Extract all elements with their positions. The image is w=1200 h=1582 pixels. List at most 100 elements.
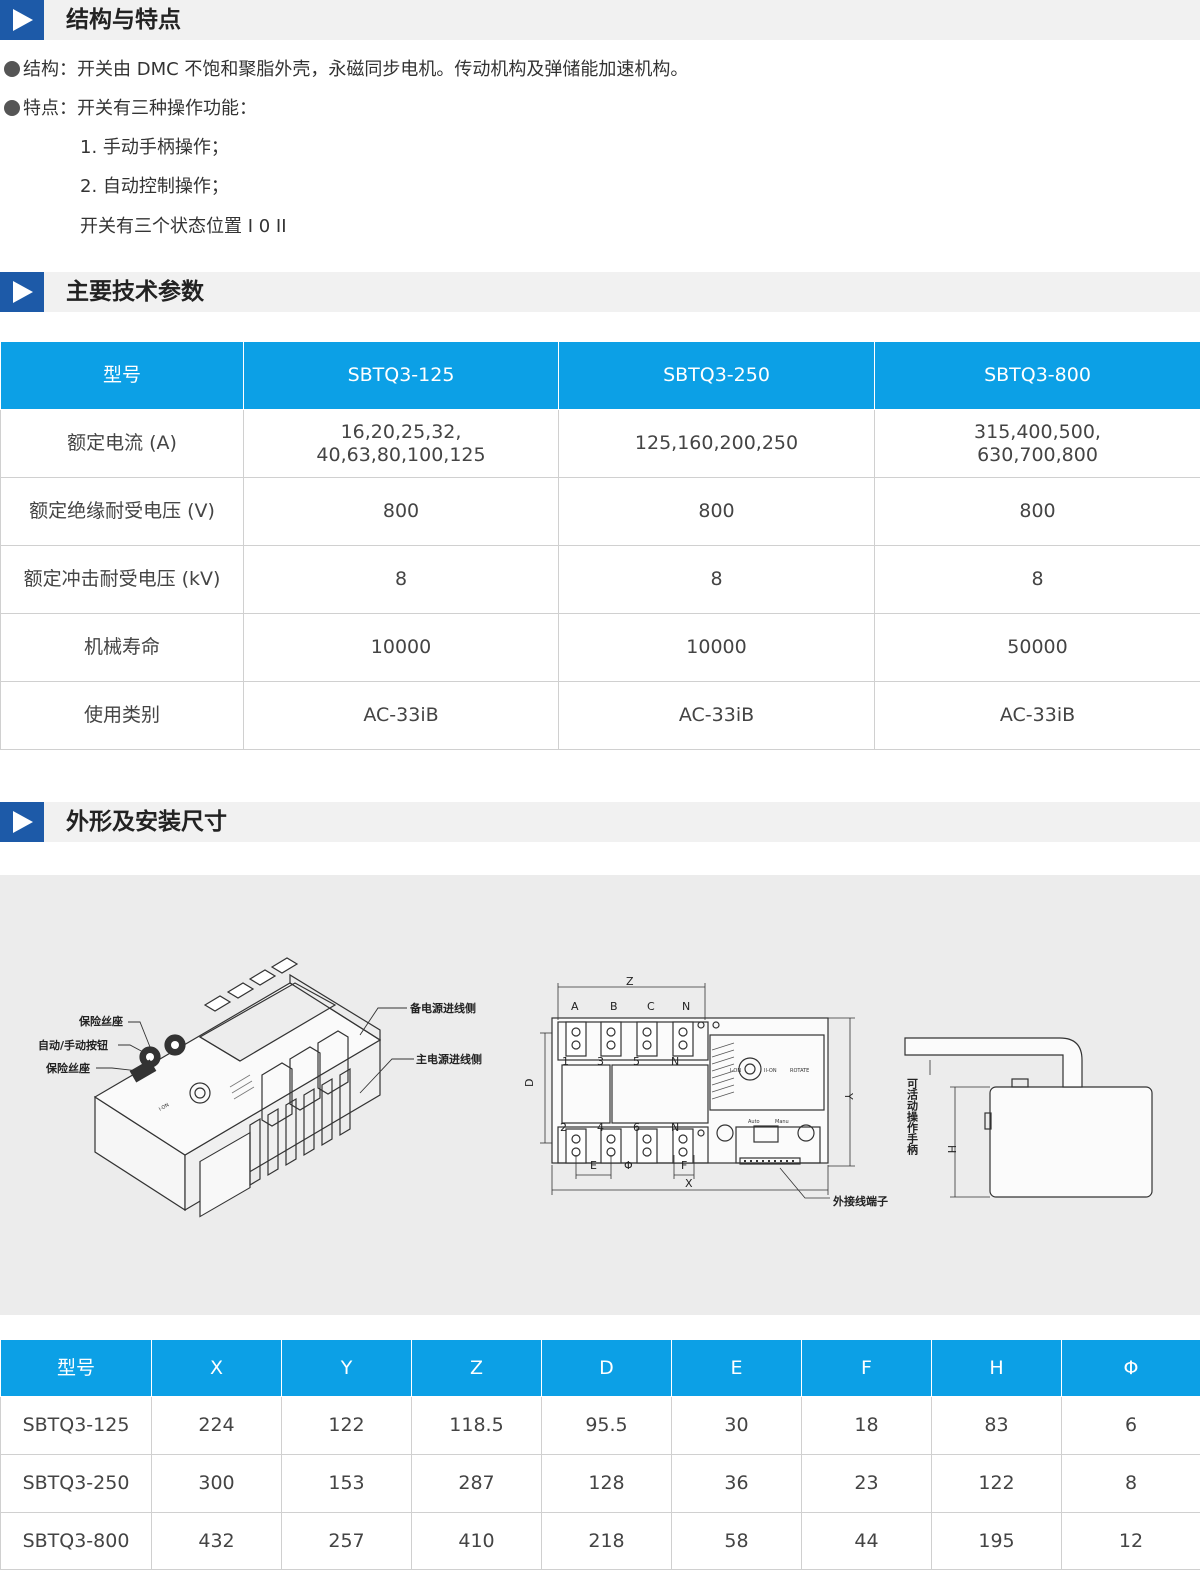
table-cell: 122 — [281, 1396, 412, 1455]
header-cell: D — [541, 1339, 672, 1397]
section-title: 主要技术参数 — [66, 279, 204, 305]
table-cell: 23 — [801, 1454, 932, 1513]
label-auto-manual: 自动/手动按钮 — [38, 1038, 108, 1052]
dim-header-row: 型号 X Y Z D E F H Φ — [0, 1339, 1200, 1397]
dim-e: E — [590, 1159, 597, 1172]
table-cell: SBTQ3-125 — [0, 1396, 152, 1455]
label-rotate: ROTATE — [790, 1068, 809, 1074]
table-row: 额定电流 (A) 16,20,25,32,40,63,80,100,125 12… — [0, 409, 1200, 478]
label-manu: Manu — [775, 1119, 789, 1125]
table-cell: 10000 — [558, 613, 875, 682]
table-cell: 800 — [243, 477, 559, 546]
table-cell: SBTQ3-800 — [0, 1512, 152, 1570]
dim-h: H — [945, 1145, 958, 1153]
dim-d: D — [523, 1079, 536, 1087]
table-cell: 195 — [931, 1512, 1062, 1570]
label-ion-panel: I·ON — [158, 1102, 171, 1113]
terminal-3: 3 — [597, 1055, 604, 1068]
label-fuse-top: 保险丝座 — [78, 1014, 123, 1028]
bullet-icon — [4, 61, 20, 77]
table-cell: 122 — [931, 1454, 1062, 1513]
table-cell: AC-33iB — [243, 681, 559, 750]
section-title: 结构与特点 — [66, 7, 181, 33]
pole-a: A — [571, 1000, 579, 1013]
table-cell: 800 — [558, 477, 875, 546]
dimension-table: 型号 X Y Z D E F H Φ SBTQ3-125 224 122 118… — [0, 1339, 1200, 1570]
feature-item-2: 2. 自动控制操作； — [80, 176, 229, 197]
section-header-structure: 结构与特点 — [0, 0, 1200, 40]
header-cell: Z — [411, 1339, 542, 1397]
terminal-4: 4 — [597, 1121, 604, 1134]
table-cell: 315,400,500,630,700,800 — [874, 409, 1200, 478]
table-cell: 36 — [671, 1454, 802, 1513]
terminal-n2: N — [671, 1121, 679, 1134]
play-icon — [0, 802, 44, 842]
label-handle: 可活动操作手柄 — [906, 1078, 919, 1156]
table-cell: 8 — [874, 545, 1200, 614]
cell-line: 40,63,80,100,125 — [316, 443, 486, 466]
label-ion: I-ON — [730, 1068, 741, 1074]
table-cell: 18 — [801, 1396, 932, 1455]
play-icon — [0, 272, 44, 312]
table-cell: 257 — [281, 1512, 412, 1570]
table-cell: 83 — [931, 1396, 1062, 1455]
pole-n: N — [682, 1000, 690, 1013]
structure-text: 结构：开关由 DMC 不饱和聚脂外壳，永磁同步电机。传动机构及弹储能加速机构。 — [4, 58, 688, 82]
row-label: 额定冲击耐受电压 (kV) — [0, 545, 244, 614]
isometric-switch — [93, 957, 382, 1218]
terminal-6: 6 — [633, 1121, 640, 1134]
table-cell: 125,160,200,250 — [558, 409, 875, 478]
table-cell: 218 — [541, 1512, 672, 1570]
terminal-5: 5 — [633, 1055, 640, 1068]
table-cell: 44 — [801, 1512, 932, 1570]
header-cell: X — [151, 1339, 282, 1397]
pole-b: B — [610, 1000, 618, 1013]
table-cell: 50000 — [874, 613, 1200, 682]
dim-z: Z — [626, 975, 634, 988]
table-cell: 58 — [671, 1512, 802, 1570]
front-view — [540, 983, 855, 1199]
label-main-side: 主电源进线侧 — [416, 1052, 482, 1066]
table-cell: 287 — [411, 1454, 542, 1513]
feature-item-1: 1. 手动手柄操作； — [80, 137, 229, 158]
table-cell: 6 — [1061, 1396, 1200, 1455]
play-icon — [0, 0, 44, 40]
table-cell: 410 — [411, 1512, 542, 1570]
section-header-specs: 主要技术参数 — [0, 272, 1200, 312]
header-cell: F — [801, 1339, 932, 1397]
header-cell: E — [671, 1339, 802, 1397]
table-cell: 8 — [243, 545, 559, 614]
label-backup-side: 备电源进线侧 — [409, 1001, 476, 1015]
header-cell: H — [931, 1339, 1062, 1397]
header-cell: SBTQ3-250 — [558, 341, 875, 410]
table-cell: 8 — [558, 545, 875, 614]
cell-line: 16,20,25,32, — [340, 420, 462, 443]
header-cell: 型号 — [0, 1339, 152, 1397]
row-label: 额定绝缘耐受电压 (V) — [0, 477, 244, 546]
table-cell: 128 — [541, 1454, 672, 1513]
cell-line: 315,400,500, — [974, 420, 1101, 443]
terminal-2: 2 — [560, 1121, 567, 1134]
table-cell: 800 — [874, 477, 1200, 546]
table-cell: 118.5 — [411, 1396, 542, 1455]
table-cell: 95.5 — [541, 1396, 672, 1455]
row-label: 机械寿命 — [0, 613, 244, 682]
table-row: SBTQ3-800 432 257 410 218 58 44 195 12 — [0, 1512, 1200, 1570]
bullet-icon — [4, 100, 20, 116]
table-cell: 224 — [151, 1396, 282, 1455]
section-header-dimensions: 外形及安装尺寸 — [0, 802, 1200, 842]
dim-f: F — [681, 1159, 687, 1172]
terminal-n: N — [671, 1055, 679, 1068]
cell-line: 630,700,800 — [977, 443, 1098, 466]
label-ext-terminal: 外接线端子 — [832, 1194, 888, 1208]
structure-label: 结构：开关由 DMC 不饱和聚脂外壳，永磁同步电机。传动机构及弹储能加速机构。 — [23, 59, 689, 80]
header-cell: SBTQ3-800 — [874, 341, 1200, 410]
header-cell: Φ — [1061, 1339, 1200, 1397]
row-label: 额定电流 (A) — [0, 409, 244, 478]
table-cell: 30 — [671, 1396, 802, 1455]
header-cell: Y — [281, 1339, 412, 1397]
dim-phi: Φ — [624, 1159, 633, 1172]
section-title: 外形及安装尺寸 — [66, 809, 227, 835]
trait-text: 特点：开关有三种操作功能： — [4, 97, 257, 121]
header-cell: SBTQ3-125 — [243, 341, 559, 410]
